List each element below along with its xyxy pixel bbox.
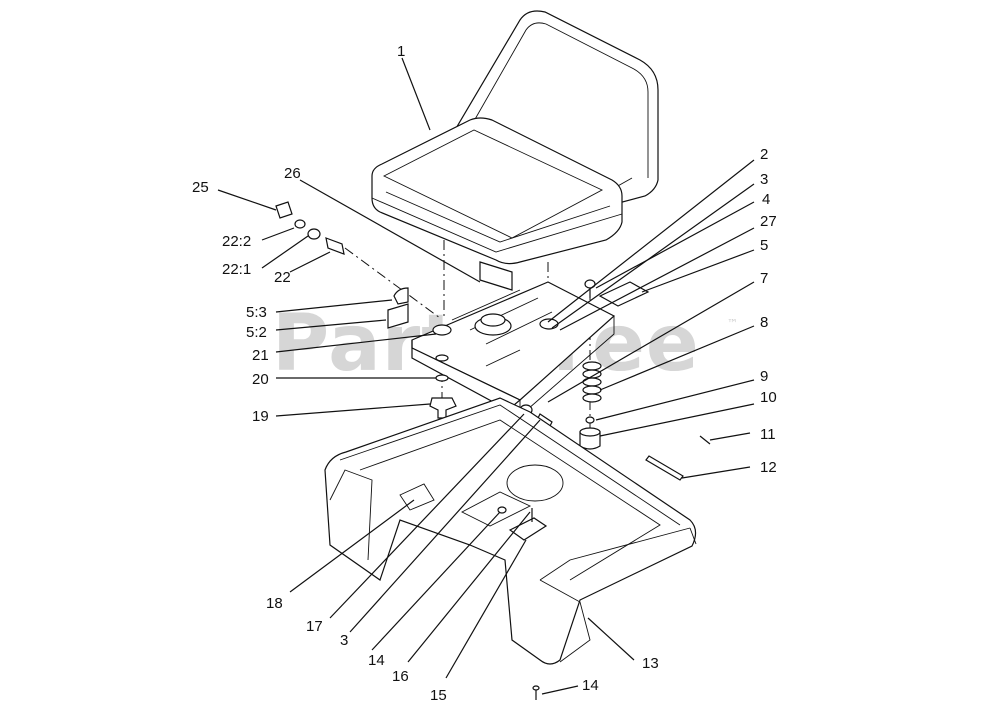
spring <box>582 361 602 403</box>
callout-15: 15 <box>430 687 447 704</box>
callout-3: 3 <box>760 171 768 188</box>
callout-2: 2 <box>760 146 768 163</box>
callout-12: 12 <box>760 459 777 476</box>
callout-5: 5 <box>760 237 768 254</box>
callout-20: 20 <box>252 371 269 388</box>
callout-labels: 1 2 3 4 27 5 7 8 9 10 11 12 13 14 15 16 … <box>192 43 777 704</box>
seat <box>371 10 659 291</box>
callout-18: 18 <box>266 595 283 612</box>
callout-17: 17 <box>306 618 323 635</box>
callout-5-3: 5:3 <box>246 304 267 321</box>
callout-22: 22 <box>274 269 291 286</box>
fender-body <box>324 397 697 665</box>
decal-5-3 <box>393 287 409 305</box>
knob-assembly <box>275 201 345 255</box>
callout-16: 16 <box>392 668 409 685</box>
callout-3-b: 3 <box>340 632 348 649</box>
callout-19: 19 <box>252 408 269 425</box>
callout-14-b: 14 <box>582 677 599 694</box>
callout-7: 7 <box>760 270 768 287</box>
watermark-trademark: ™ <box>727 317 738 330</box>
rod-12 <box>645 455 684 481</box>
callout-14-a: 14 <box>368 652 385 669</box>
seat-plate <box>411 281 616 417</box>
callout-25: 25 <box>192 179 209 196</box>
callout-4: 4 <box>762 191 770 208</box>
bracket-15 <box>508 517 548 541</box>
callout-9: 9 <box>760 368 768 385</box>
decal-5-2 <box>387 303 409 329</box>
bumper-10 <box>579 427 601 450</box>
callout-26: 26 <box>284 165 301 182</box>
callout-22-1: 22:1 <box>222 261 251 278</box>
callout-1: 1 <box>397 43 405 60</box>
leader-lines <box>217 57 755 695</box>
washer-21 <box>435 354 449 362</box>
callout-11: 11 <box>760 426 776 443</box>
callout-21: 21 <box>252 347 269 364</box>
callout-27: 27 <box>760 213 777 230</box>
callout-22-2: 22:2 <box>222 233 251 250</box>
washer-9 <box>585 416 595 424</box>
callout-13: 13 <box>642 655 659 672</box>
callout-10: 10 <box>760 389 777 406</box>
callout-8: 8 <box>760 314 768 331</box>
pin-11 <box>699 435 711 445</box>
callout-5-2: 5:2 <box>246 324 267 341</box>
washer-20 <box>435 374 449 382</box>
